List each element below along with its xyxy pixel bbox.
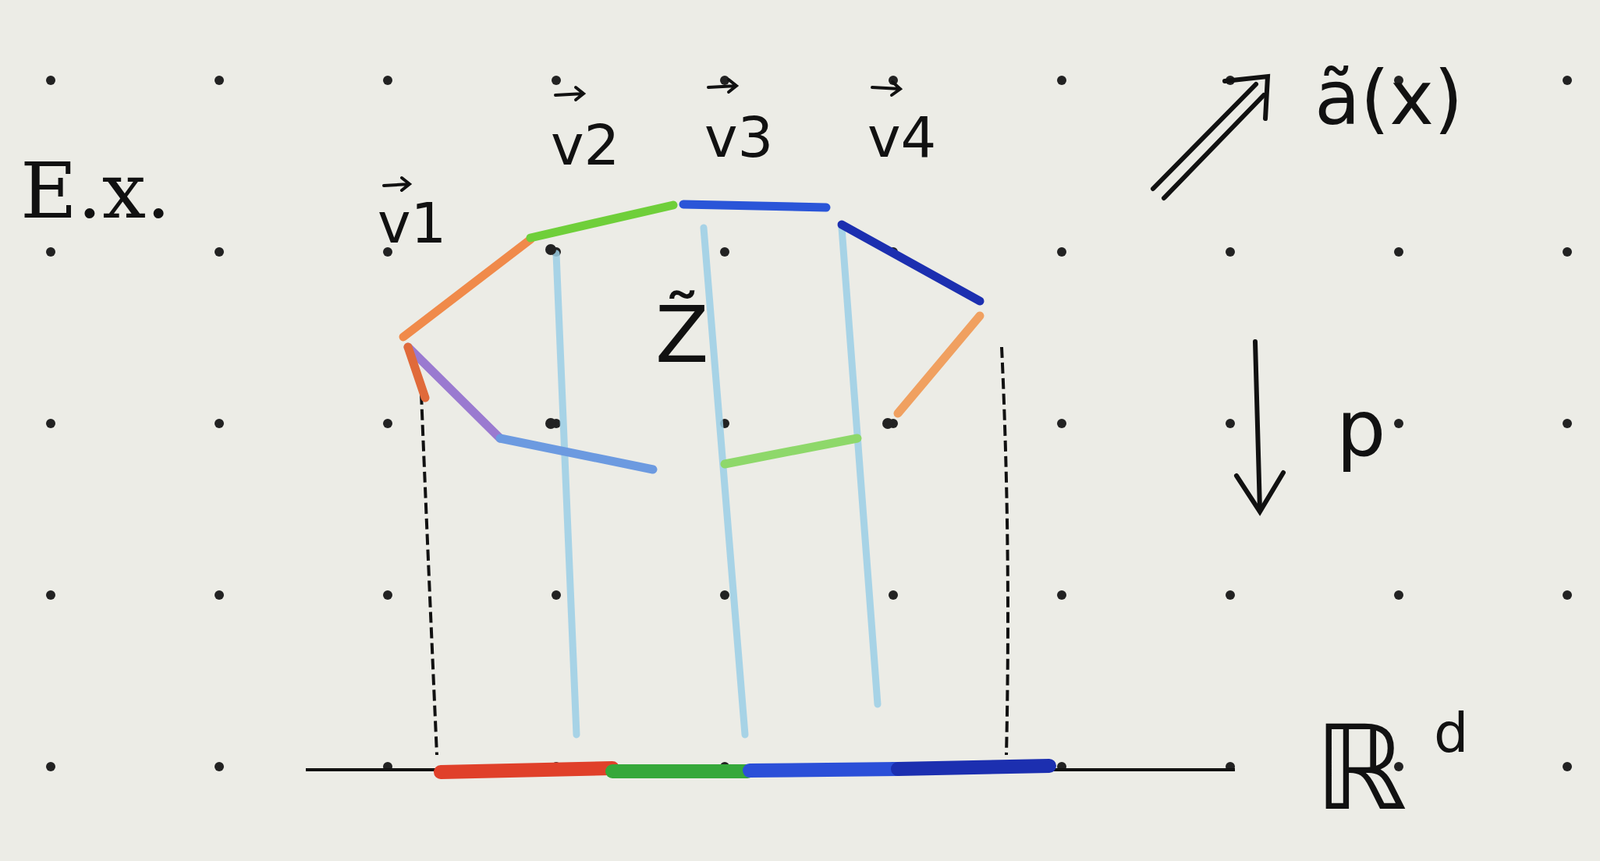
lifted-polygon [403,204,980,470]
base-segments [440,766,1050,773]
vector-label: v1 [377,195,447,252]
region-label: Z̃ [655,296,710,375]
vector-label: v2 [550,117,620,174]
polygon-vertices [545,244,894,430]
projection-label: p [1336,390,1386,469]
base-line [305,768,1235,772]
dashed-bounds [421,347,1008,756]
space-label: ℝ [1314,709,1408,827]
vector-label: v4 [867,109,937,166]
dimension-label: d [1433,705,1469,761]
vector-label: v3 [704,109,774,166]
map-label: ã(x) [1314,60,1464,136]
example-label: E.x. [20,152,171,231]
projection-arrow [1236,341,1284,512]
vector-accents [383,79,901,191]
fibre-lines [556,227,878,735]
double-arrow [1152,76,1268,199]
